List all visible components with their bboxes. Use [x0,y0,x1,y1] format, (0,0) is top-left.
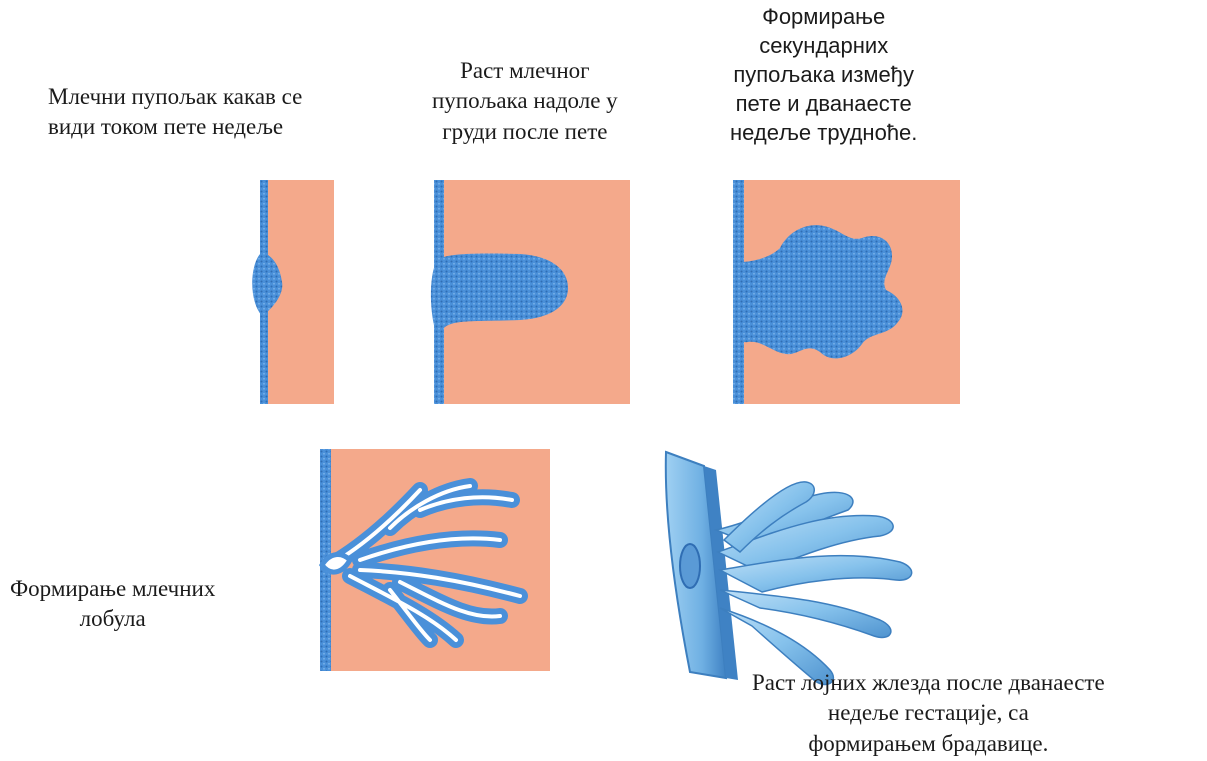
nipple-pit [680,544,700,588]
stage1-caption: Млечни пупољак какав се види током пете … [48,82,302,143]
stage5-caption: Раст лојних жлезда после дванаесте недељ… [752,668,1105,759]
stage2-panel [431,180,630,404]
stage3-caption-line: Формирање [730,2,917,31]
stage4-caption-line: Формирање млечних [10,574,215,604]
stage4-caption-line: лобула [10,604,215,634]
stage3-panel [733,180,960,404]
stage4-caption: Формирање млечних лобула [10,574,215,635]
stage1-caption-line: види током пете недеље [48,112,302,142]
stage4-panel [320,449,550,671]
stage5-caption-line: Раст лојних жлезда после дванаесте [752,668,1105,698]
stage3-caption-line: пупољака између [730,60,917,89]
stage5-model [666,452,912,685]
stage1-caption-line: Млечни пупољак какав се [48,82,302,112]
stage3-caption-line: секундарних [730,31,917,60]
stage3-caption-line: недеље трудноће. [730,118,917,147]
stage3-caption: Формирање секундарних пупољака између пе… [730,2,917,147]
stage5-caption-line: недеље гестације, са [752,698,1105,728]
stage2-caption: Раст млечног пупољака надоле у груди пос… [432,56,618,147]
stage5-caption-line: формирањем брадавице. [752,729,1105,759]
stage2-caption-line: пупољака надоле у [432,86,618,116]
stage3-caption-line: пете и дванаесте [730,89,917,118]
stage1-panel [252,180,334,404]
stage2-caption-line: Раст млечног [432,56,618,86]
stage2-caption-line: груди после пете [432,117,618,147]
gland-ducts [716,482,912,685]
